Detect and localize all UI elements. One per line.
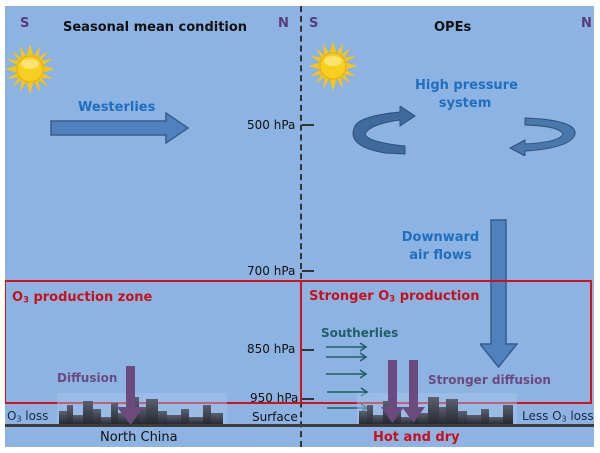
left-o3-loss-label: O3 loss xyxy=(7,410,48,423)
tick-700hpa xyxy=(302,270,314,272)
downward-flow-label: Downward air flows xyxy=(398,229,483,265)
level-surface-label: Surface xyxy=(252,410,298,424)
downward-air-flow-arrow-icon xyxy=(480,219,519,369)
tick-500hpa xyxy=(302,124,314,126)
diagram-canvas: S N S N Seasonal mean condition OPEs xyxy=(5,6,594,447)
level-500hpa-label: 500 hPa xyxy=(247,118,296,132)
zone-label-text: production zone xyxy=(28,290,153,305)
right-zone-label: Stronger O3 production xyxy=(309,290,479,303)
southerlies-label: Southerlies xyxy=(321,326,399,340)
tick-850hpa xyxy=(302,349,314,351)
loss-text: loss xyxy=(21,409,49,423)
right-panel-title: OPEs xyxy=(434,20,472,35)
zone-label-sub: 3 xyxy=(389,293,396,304)
loss-o: O xyxy=(7,409,17,423)
level-700hpa-label: 700 hPa xyxy=(247,264,296,278)
level-950hpa-label: 950 hPa xyxy=(250,391,299,405)
downward-flow-line2: air flows xyxy=(409,248,472,263)
loss-text: loss xyxy=(566,409,594,423)
left-zone-label: O3 production zone xyxy=(12,291,152,304)
zone-label-o: Stronger O xyxy=(309,289,390,304)
left-north-label: N xyxy=(278,16,289,31)
right-south-label: S xyxy=(309,16,319,31)
high-pressure-rotation-arrow-icon xyxy=(352,106,576,156)
surface-ground-line xyxy=(5,424,594,427)
hot-and-dry-label: Hot and dry xyxy=(373,430,460,445)
loss-sub: 3 xyxy=(561,414,567,424)
diffusion-label: Diffusion xyxy=(57,371,118,385)
diffusion-arrow-icon xyxy=(117,366,144,425)
loss-o: Less O xyxy=(522,409,562,423)
downward-flow-line1: Downward xyxy=(401,230,480,245)
high-pressure-line1: High pressure xyxy=(415,78,518,93)
loss-sub: 3 xyxy=(16,414,22,424)
left-panel-title: Seasonal mean condition xyxy=(63,20,248,35)
zone-label-sub: 3 xyxy=(23,294,29,305)
left-sun-icon xyxy=(5,44,55,94)
right-north-label: N xyxy=(581,16,592,31)
zone-label-o: O xyxy=(12,290,24,305)
high-pressure-line2: system xyxy=(438,96,492,111)
stronger-diffusion-arrows-icon xyxy=(381,360,425,423)
level-850hpa-label: 850 hPa xyxy=(247,342,296,356)
westerlies-arrow-icon xyxy=(50,112,190,144)
high-pressure-label: High pressure system xyxy=(415,77,518,113)
stronger-diffusion-label: Stronger diffusion xyxy=(428,373,551,387)
panel-divider xyxy=(300,6,302,447)
zone-label-text: production xyxy=(395,289,480,304)
westerlies-label: Westerlies xyxy=(78,100,156,115)
region-label: North China xyxy=(100,430,178,445)
right-o3-loss-label: Less O3 loss xyxy=(522,410,594,423)
southerlies-arrows-icon xyxy=(326,342,369,413)
right-sun-icon xyxy=(308,41,358,91)
left-south-label: S xyxy=(20,16,30,31)
tick-950hpa xyxy=(302,398,314,400)
